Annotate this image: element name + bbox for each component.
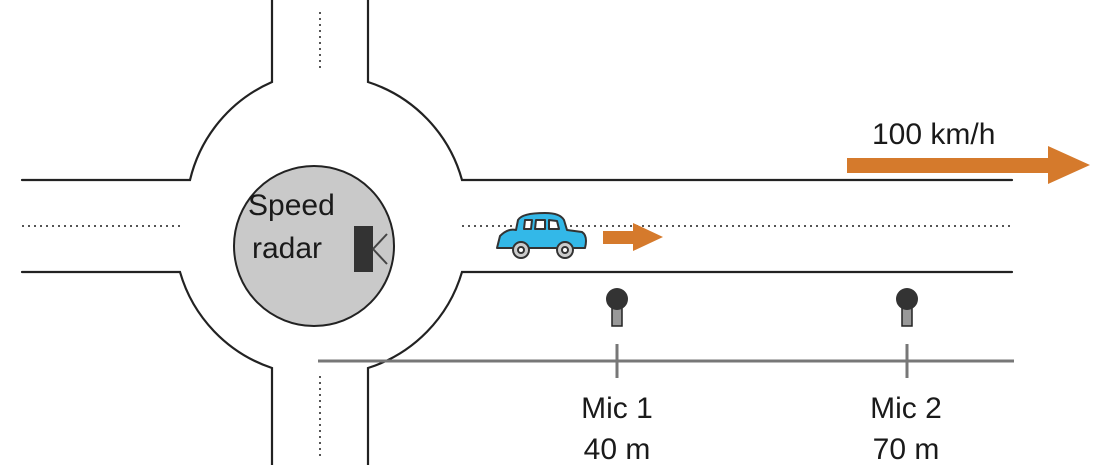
radar-label-line2: radar xyxy=(252,232,322,265)
speed-arrow xyxy=(847,146,1090,184)
road-edges xyxy=(20,0,1014,465)
mic-1-icon xyxy=(606,288,628,327)
radar-device-icon xyxy=(354,226,373,272)
radar-label-line1: Speed xyxy=(248,189,335,222)
mic-1-distance: 40 m xyxy=(584,433,651,465)
mic-2-name: Mic 2 xyxy=(870,392,942,425)
central-island xyxy=(233,165,395,327)
mic-2-icon xyxy=(896,288,918,327)
mic-2-distance: 70 m xyxy=(873,433,940,465)
mic-1-name: Mic 1 xyxy=(581,392,653,425)
speed-label: 100 km/h xyxy=(872,118,995,151)
speed-radar xyxy=(354,226,388,272)
car-icon xyxy=(496,212,587,259)
car-direction-arrow xyxy=(603,223,663,251)
distance-axis xyxy=(318,344,1014,378)
